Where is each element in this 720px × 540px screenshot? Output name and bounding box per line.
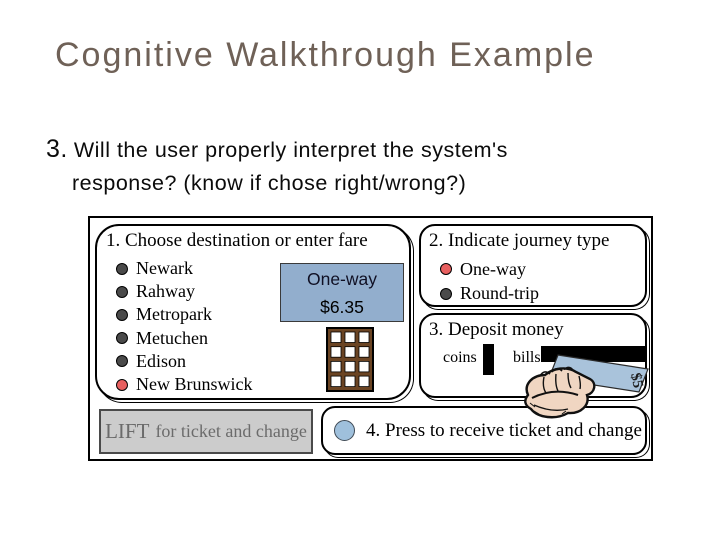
station-row: New Brunswick <box>116 373 252 396</box>
station-label: Newark <box>136 258 193 279</box>
panel-2-title: 2. Indicate journey type <box>429 230 610 251</box>
lift-button-strong-label: LIFT <box>105 419 150 443</box>
coin-slot-icon <box>483 344 494 375</box>
slide-title: Cognitive Walkthrough Example <box>55 36 596 74</box>
station-bullet-icon <box>116 378 128 391</box>
station-label: Edison <box>136 350 187 371</box>
station-row: Metropark <box>116 303 252 326</box>
panel-journey-type: 2. Indicate journey type One-way Round-t… <box>419 224 647 307</box>
option-label: Round-trip <box>460 283 539 304</box>
panel-deposit-money: 3. Deposit money coins bills <box>419 313 647 398</box>
lift-button-rest-label: for ticket and change <box>155 421 307 441</box>
panel-3-title: 3. Deposit money <box>429 319 564 340</box>
question-text: 3.Will the user properly interpret the s… <box>46 133 508 200</box>
option-bullet-icon <box>440 287 452 300</box>
station-label: Rahway <box>136 281 195 302</box>
question-number: 3. <box>46 135 68 163</box>
station-row: Newark <box>116 257 252 280</box>
panel-4-title: 4. Press to receive ticket and change <box>366 419 642 441</box>
lift-button: LIFT for ticket and change <box>99 409 313 454</box>
journey-options: One-way Round-trip <box>440 257 539 306</box>
journey-option-row: Round-trip <box>440 282 539 307</box>
station-bullet-icon <box>116 355 128 368</box>
panel-choose-destination: 1. Choose destination or enter fare Newa… <box>95 224 411 400</box>
fare-journey-type: One-way <box>306 269 378 289</box>
station-label: Metuchen <box>136 327 208 348</box>
money-slots-row: coins bills <box>421 343 646 383</box>
ticket-machine-diagram: 1. Choose destination or enter fare Newa… <box>88 216 653 461</box>
station-bullet-icon <box>116 285 128 298</box>
press-button-icon <box>334 420 355 441</box>
bill-slot-icon <box>541 346 646 362</box>
panel-press-receive: 4. Press to receive ticket and change <box>321 406 647 455</box>
coins-label: coins <box>443 349 477 366</box>
option-label: One-way <box>460 258 526 279</box>
fare-display: One-way $6.35 <box>280 263 404 322</box>
station-label: Metropark <box>136 304 212 325</box>
station-bullet-icon <box>116 262 128 275</box>
panel-1-title: 1. Choose destination or enter fare <box>106 230 368 251</box>
station-row: Edison <box>116 350 252 373</box>
question-line-1: 3.Will the user properly interpret the s… <box>46 135 508 163</box>
keypad-icon <box>326 327 374 392</box>
journey-option-row: One-way <box>440 257 539 282</box>
station-list: Newark Rahway Metropark Metuchen Edison <box>116 257 252 396</box>
station-row: Rahway <box>116 280 252 303</box>
option-bullet-icon <box>440 263 452 276</box>
station-bullet-icon <box>116 308 128 321</box>
fare-amount: $6.35 <box>320 297 364 317</box>
station-bullet-icon <box>116 332 128 345</box>
question-line-2: response? (know if chose right/wrong?) <box>72 171 467 195</box>
station-label: New Brunswick <box>136 374 253 395</box>
bills-label: bills <box>513 349 541 366</box>
station-row: Metuchen <box>116 327 252 350</box>
